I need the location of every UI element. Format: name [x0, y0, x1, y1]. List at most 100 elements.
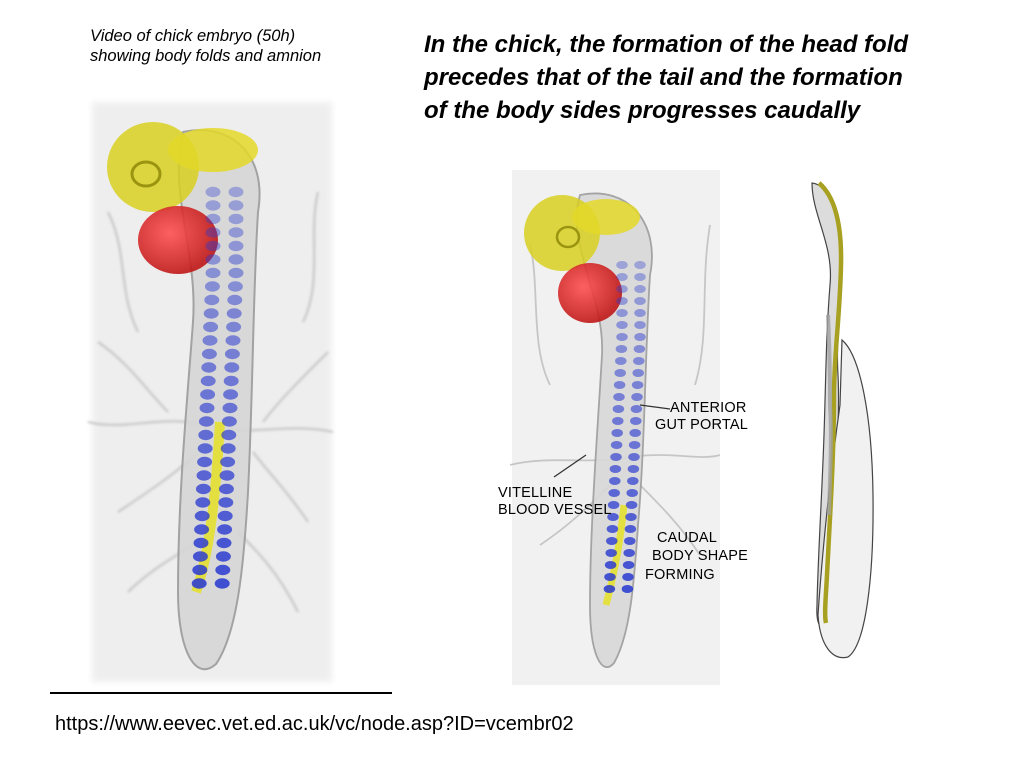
somite — [631, 381, 644, 389]
somite — [195, 497, 211, 508]
somite — [202, 335, 218, 346]
somite — [609, 465, 622, 473]
somite — [217, 524, 233, 535]
somite — [196, 470, 212, 481]
somite — [613, 381, 626, 389]
label-blood-vessel: BLOOD VESSEL — [498, 502, 612, 518]
somite — [624, 537, 636, 545]
somite — [192, 551, 208, 562]
somite — [627, 465, 640, 473]
somite — [215, 551, 231, 562]
somite — [610, 441, 623, 449]
somite — [632, 369, 644, 377]
somite — [616, 273, 628, 281]
somite — [616, 285, 628, 293]
somite — [630, 405, 643, 413]
label-forming: FORMING — [645, 567, 715, 584]
label-gut-portal-text: GUT PORTAL — [655, 417, 749, 433]
somite — [630, 417, 642, 425]
somite — [613, 393, 625, 401]
somite — [222, 402, 238, 414]
somite — [624, 525, 637, 533]
video-caption-line-1: Video of chick embryo (50h) — [90, 27, 296, 45]
somite — [611, 429, 623, 437]
tissue-texture — [87, 191, 334, 613]
somite — [228, 267, 244, 279]
somite — [194, 510, 210, 522]
somite — [197, 456, 213, 468]
somite — [198, 416, 214, 427]
somite — [199, 402, 215, 414]
label-anterior-gut-portal: ANTERIOR — [670, 400, 747, 417]
body-fold-schematic[interactable] — [800, 175, 880, 665]
somite — [225, 335, 241, 346]
somite — [625, 501, 638, 509]
somite — [220, 456, 236, 468]
somite — [194, 524, 210, 535]
amnion-fold — [817, 338, 874, 659]
somite — [205, 240, 221, 252]
neural-line — [817, 181, 844, 624]
somite — [205, 227, 221, 238]
somite — [604, 561, 617, 569]
somite — [603, 585, 616, 593]
somite — [228, 240, 244, 252]
label-caudal-text: CAUDAL — [657, 530, 718, 546]
somite — [226, 321, 242, 333]
somite — [217, 510, 233, 522]
somite — [612, 405, 625, 413]
somite — [608, 489, 620, 497]
somite — [227, 281, 243, 292]
somite — [201, 362, 217, 373]
somite — [193, 537, 209, 549]
source-divider — [50, 692, 392, 694]
somite — [616, 321, 628, 329]
somite — [192, 564, 208, 576]
neural-tube — [191, 421, 225, 594]
somite — [627, 477, 639, 485]
somite — [616, 297, 628, 305]
somite — [615, 345, 628, 353]
label-forming-text: FORMING — [645, 567, 715, 583]
headline-line-1: In the chick, the formation of the head … — [424, 31, 909, 58]
somite — [623, 549, 635, 557]
video-caption: Video of chick embryo (50h) showing body… — [90, 26, 390, 66]
heart — [558, 263, 622, 323]
headline: In the chick, the formation of the head … — [424, 28, 1014, 127]
video-caption-line-2: showing body folds and amnion — [90, 47, 322, 65]
source-url[interactable]: https://www.eevec.vet.ed.ac.uk/vc/node.a… — [55, 713, 574, 735]
somite — [631, 393, 643, 401]
somite — [205, 200, 221, 211]
somite — [203, 308, 219, 319]
somite — [227, 294, 243, 306]
somite — [224, 362, 240, 373]
eye — [130, 160, 162, 188]
somite — [622, 561, 635, 569]
somite — [221, 416, 237, 427]
somite — [204, 281, 220, 292]
somite — [628, 453, 640, 461]
label-gut-portal: GUT PORTAL — [655, 417, 748, 434]
somite — [629, 429, 641, 437]
embryo-labelled-image[interactable] — [509, 165, 725, 690]
somite — [606, 537, 618, 545]
somite — [606, 525, 619, 533]
somite — [604, 573, 616, 581]
somite — [615, 357, 627, 365]
somite — [616, 261, 628, 269]
somite — [226, 308, 242, 319]
somites — [603, 261, 646, 593]
somite — [607, 501, 620, 509]
somite — [634, 285, 646, 293]
somite — [614, 369, 626, 377]
somites — [191, 186, 244, 589]
heart — [138, 206, 218, 274]
somite — [616, 333, 628, 341]
somite — [610, 453, 622, 461]
head-top — [168, 128, 258, 172]
somite — [214, 578, 230, 589]
pointer-anterior-gut-portal — [639, 404, 671, 410]
somite — [223, 389, 239, 400]
somite — [616, 309, 628, 317]
embryo-video-frame[interactable] — [87, 92, 338, 682]
